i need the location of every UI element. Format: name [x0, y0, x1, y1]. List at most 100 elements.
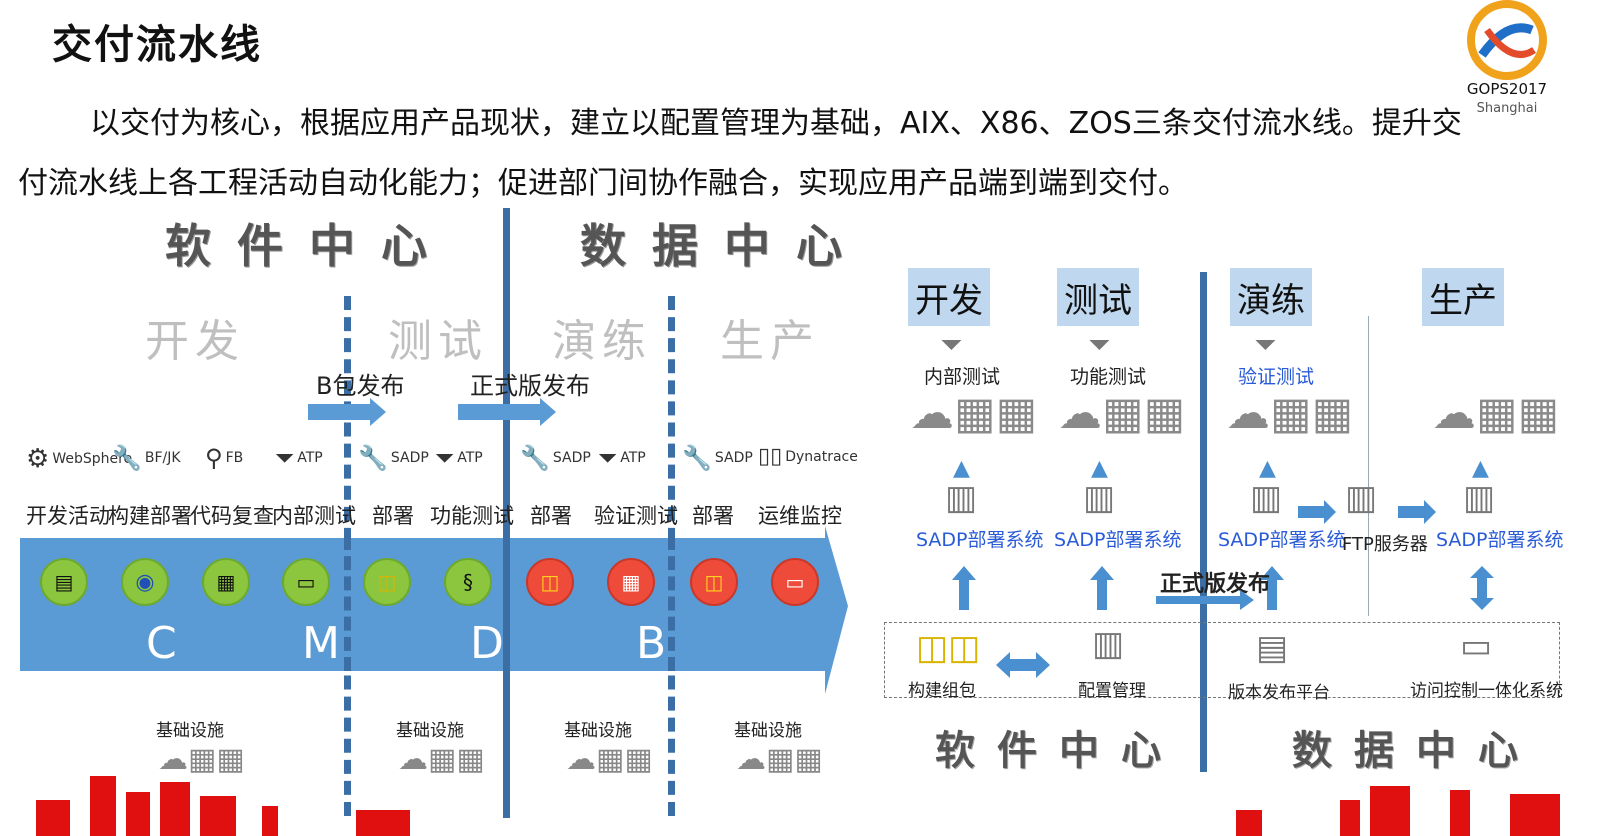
page-title: 交付流水线	[52, 22, 262, 68]
right-ftp: FTP服务器	[1342, 534, 1428, 555]
server-cloud-icon: ☁▦▦	[398, 742, 485, 777]
arrow-up-large-icon	[1260, 566, 1284, 610]
right-bottom-config: 配置管理	[1078, 681, 1146, 701]
circle-dev-activity: ▤	[40, 558, 88, 606]
activity-deploy-2: 部署	[530, 504, 572, 528]
left-header-software: 软件中心	[165, 219, 453, 273]
right-stage-production: 生产	[1422, 268, 1504, 326]
wrench-icon: 🔧	[358, 444, 388, 472]
activity-dev: 开发活动	[26, 504, 110, 528]
phase-production: 生产	[720, 316, 820, 367]
right-test-verify: 验证测试	[1238, 366, 1315, 388]
right-stage-rehearsal: 演练	[1230, 268, 1312, 326]
activity-review: 代码复查	[190, 504, 274, 528]
left-header-datacenter: 数据中心	[580, 219, 868, 273]
right-stage-dev: 开发	[908, 268, 990, 326]
circle-func-test: §	[444, 558, 492, 606]
right-release-label: 正式版发布	[1160, 572, 1271, 597]
config-management-box	[884, 622, 1560, 698]
activity-verify-test: 验证测试	[594, 504, 678, 528]
tool-label: SADP	[390, 450, 429, 466]
right-divider	[1200, 272, 1207, 772]
arrow-up-large-icon	[952, 566, 976, 610]
circle-verify-test: ▦	[607, 558, 655, 606]
wrench-icon: 🔧	[520, 444, 550, 472]
release-b-package: B包发布	[316, 372, 405, 400]
dashed-divider-overlay-1	[344, 536, 351, 671]
activity-deploy-1: 部署	[372, 504, 414, 528]
release-platform-icon: ▤	[1256, 628, 1289, 668]
activity-monitor: 运维监控	[758, 504, 842, 528]
right-test-internal: 内部测试	[924, 366, 1001, 388]
funnel-icon: ⏷	[275, 444, 295, 472]
circle-internal-test: ▭	[282, 558, 330, 606]
letter-d: D	[470, 618, 504, 669]
tool-websphere: ⚙WebSphere	[26, 444, 132, 474]
right-bottom-build: 构建组包	[908, 681, 976, 701]
phase-rehearsal: 演练	[552, 316, 652, 367]
gear-icon: ⚙	[26, 444, 50, 474]
funnel-icon: ⏷	[598, 444, 618, 472]
ftp-server-icon: ▥	[1345, 478, 1378, 518]
infra-label-1: 基础设施	[156, 721, 224, 741]
circle-review: ▦	[202, 558, 250, 606]
funnel-icon: ⏷	[1254, 328, 1277, 361]
monitor-icon: ▭	[785, 570, 805, 594]
release-arrow-2	[458, 398, 556, 426]
circle-deploy-1: ◫	[363, 558, 411, 606]
right-sadp-2: SADP部署系统	[1054, 529, 1182, 551]
arrow-up-large-icon	[1090, 566, 1114, 610]
activity-func-test: 功能测试	[430, 504, 514, 528]
tool-atp-2: ⏷ATP	[435, 444, 483, 472]
right-sadp-4: SADP部署系统	[1436, 529, 1564, 551]
right-bottom-release: 版本发布平台	[1228, 683, 1330, 703]
right-bottom-access: 访问控制一体化系统	[1410, 681, 1563, 701]
phase-test: 测试	[388, 316, 488, 367]
right-stage-test: 测试	[1057, 268, 1139, 326]
globe-icon: ◉	[135, 569, 155, 595]
right-thin-divider	[1368, 316, 1369, 616]
tool-dynatrace: ▯▯Dynatrace	[758, 444, 858, 469]
arrow-up-icon: ▲	[1091, 456, 1108, 481]
server-cloud-icon: ☁▦▦	[566, 742, 653, 777]
server-icon: ▥	[1083, 478, 1116, 518]
phase-dev: 开发	[145, 316, 245, 367]
gops-logo-icon	[1452, 0, 1562, 110]
pipeline-band	[20, 526, 848, 694]
right-sadp-1: SADP部署系统	[916, 529, 1044, 551]
magnifier-icon: ⚲	[205, 444, 223, 472]
tool-fb: ⚲FB	[205, 444, 243, 472]
letter-c: C	[146, 618, 177, 669]
tool-bfjk: 🔧BF/JK	[112, 444, 181, 472]
activity-deploy-3: 部署	[692, 504, 734, 528]
arrow-updown-icon	[1470, 566, 1494, 610]
config-server-icon: ▥	[1092, 624, 1125, 664]
wrench-icon: 🔧	[112, 444, 142, 472]
arrow-right-icon	[1398, 500, 1436, 524]
release-arrow-1	[308, 398, 386, 426]
server-cloud-icon: ☁▦▦	[1432, 388, 1560, 439]
tool-label: ATP	[457, 450, 483, 466]
logo-subtitle: Shanghai	[1476, 101, 1538, 116]
infra-label-3: 基础设施	[564, 721, 632, 741]
letter-m: M	[302, 618, 340, 669]
tool-label: SADP	[552, 450, 591, 466]
circle-deploy-3: ◫	[690, 558, 738, 606]
arrow-up-icon: ▲	[953, 456, 970, 481]
server-cloud-icon: ☁▦▦	[736, 742, 823, 777]
arrow-right-icon	[1298, 500, 1336, 524]
activity-build: 构建部署	[108, 504, 192, 528]
infra-label-2: 基础设施	[396, 721, 464, 741]
circle-deploy-2: ◫	[526, 558, 574, 606]
arrow-up-icon: ▲	[1259, 456, 1276, 481]
database-icon: ◫	[377, 570, 397, 594]
right-footer-software: 软件中心	[935, 728, 1183, 774]
right-footer-datacenter: 数据中心	[1292, 728, 1540, 774]
tool-sadp-3: 🔧SADP	[682, 444, 753, 472]
tool-sadp-1: 🔧SADP	[358, 444, 429, 472]
logo-title: GOPS2017	[1466, 80, 1548, 98]
funnel-icon: ⏷	[940, 328, 963, 361]
circle-monitor: ▭	[771, 558, 819, 606]
tool-label: BF/JK	[144, 450, 181, 466]
server-cloud-icon: ☁▦▦	[910, 388, 1038, 439]
